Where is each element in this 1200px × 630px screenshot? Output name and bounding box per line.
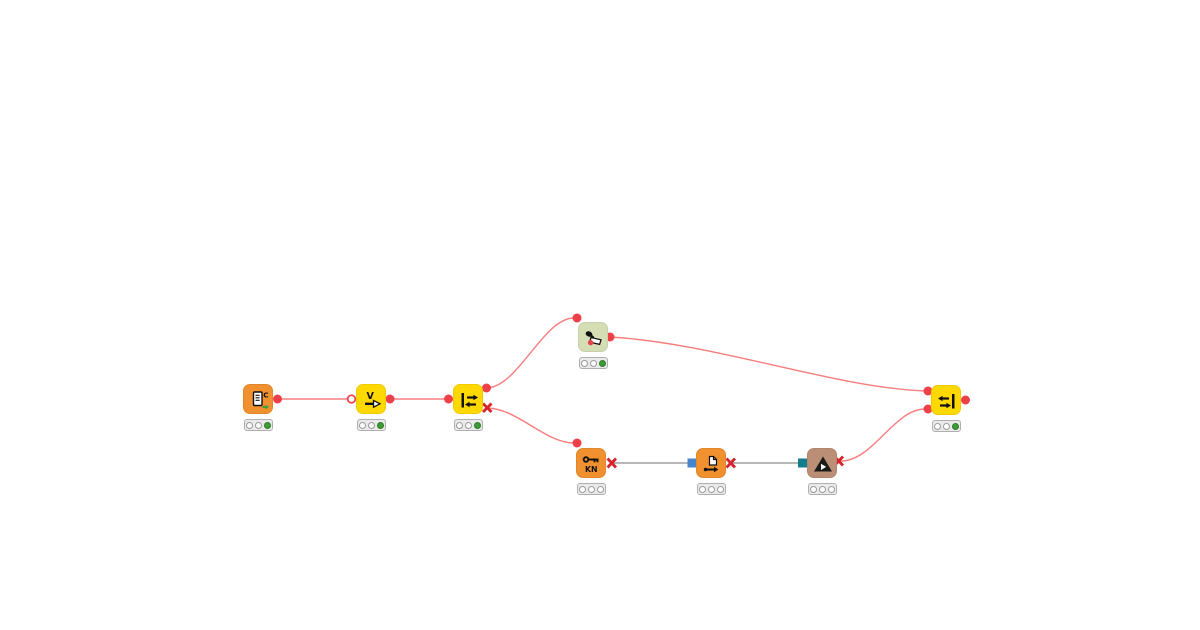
status-light xyxy=(581,359,588,367)
triangle-play-icon xyxy=(814,456,832,472)
status-light xyxy=(456,421,463,429)
svg-text:KN: KN xyxy=(585,465,598,474)
variable-status xyxy=(357,419,386,431)
svg-text:V: V xyxy=(367,391,375,402)
end-if-status xyxy=(932,420,961,432)
status-light xyxy=(717,485,724,493)
document-arrow-icon xyxy=(703,455,719,473)
status-light xyxy=(597,485,604,493)
status-light xyxy=(264,421,271,429)
context-reader-status xyxy=(244,419,273,431)
wire-ifswitch-bottom-to-knkey[interactable] xyxy=(486,407,575,444)
status-light xyxy=(810,485,817,493)
v-arrow-icon: V xyxy=(365,391,382,409)
status-light xyxy=(368,421,375,429)
delta-input-port[interactable] xyxy=(798,458,807,468)
status-light xyxy=(699,485,706,493)
wire-manipulator-to-endif[interactable] xyxy=(609,336,927,392)
knkey-output-inactive-x-icon xyxy=(606,457,618,469)
status-light xyxy=(246,421,253,429)
file-reader-status xyxy=(697,483,726,495)
document-c-icon: C xyxy=(252,391,269,410)
manipulator-input-port[interactable] xyxy=(572,313,582,323)
delta-status xyxy=(808,483,837,495)
status-light xyxy=(359,421,366,429)
if-switch-node[interactable] xyxy=(453,384,483,414)
kn-key-node[interactable]: KN xyxy=(576,448,606,478)
end-if-icon xyxy=(938,394,955,409)
status-light xyxy=(599,359,606,367)
endif-top-input-port[interactable] xyxy=(923,386,933,396)
ifswitch-input-port[interactable] xyxy=(444,394,453,404)
status-light xyxy=(465,421,472,429)
file-reader-node[interactable] xyxy=(696,448,726,478)
if-switch-status xyxy=(454,419,483,431)
kn-key-status xyxy=(577,483,606,495)
filereader-output-inactive-x-icon xyxy=(725,457,737,469)
ifswitch-top-output-port[interactable] xyxy=(482,383,491,393)
context-reader-node[interactable]: C xyxy=(243,384,273,414)
status-light xyxy=(377,421,384,429)
wire-delta-to-endif[interactable] xyxy=(840,408,926,462)
variable-output-port[interactable] xyxy=(385,394,395,404)
status-light xyxy=(590,359,597,367)
stamp-red-dot-icon xyxy=(585,331,602,346)
delta-node[interactable] xyxy=(807,448,837,478)
status-light xyxy=(588,485,595,493)
reader-output-port[interactable] xyxy=(273,394,282,404)
status-light xyxy=(934,422,941,430)
status-light xyxy=(708,485,715,493)
wire-ifswitch-top-to-manipulator[interactable] xyxy=(485,317,575,389)
endif-bottom-input-port[interactable] xyxy=(923,404,933,414)
status-light xyxy=(828,485,835,493)
endif-output-port[interactable] xyxy=(961,395,970,405)
status-light xyxy=(952,422,959,430)
filereader-input-port[interactable] xyxy=(687,458,697,468)
svg-text:C: C xyxy=(263,391,268,400)
ifswitch-bottom-inactive-x-icon xyxy=(482,402,493,413)
key-icon: KN xyxy=(582,456,599,474)
manipulator-status xyxy=(579,357,608,369)
status-light xyxy=(819,485,826,493)
status-light xyxy=(579,485,586,493)
manipulator-node[interactable] xyxy=(578,322,608,352)
status-light xyxy=(255,421,262,429)
variable-input-port[interactable] xyxy=(346,394,357,404)
end-if-node[interactable] xyxy=(931,385,961,415)
knkey-input-port[interactable] xyxy=(572,438,582,448)
status-light xyxy=(474,421,481,429)
status-light xyxy=(943,422,950,430)
variable-node[interactable]: V xyxy=(356,384,386,414)
if-switch-icon xyxy=(461,393,478,408)
